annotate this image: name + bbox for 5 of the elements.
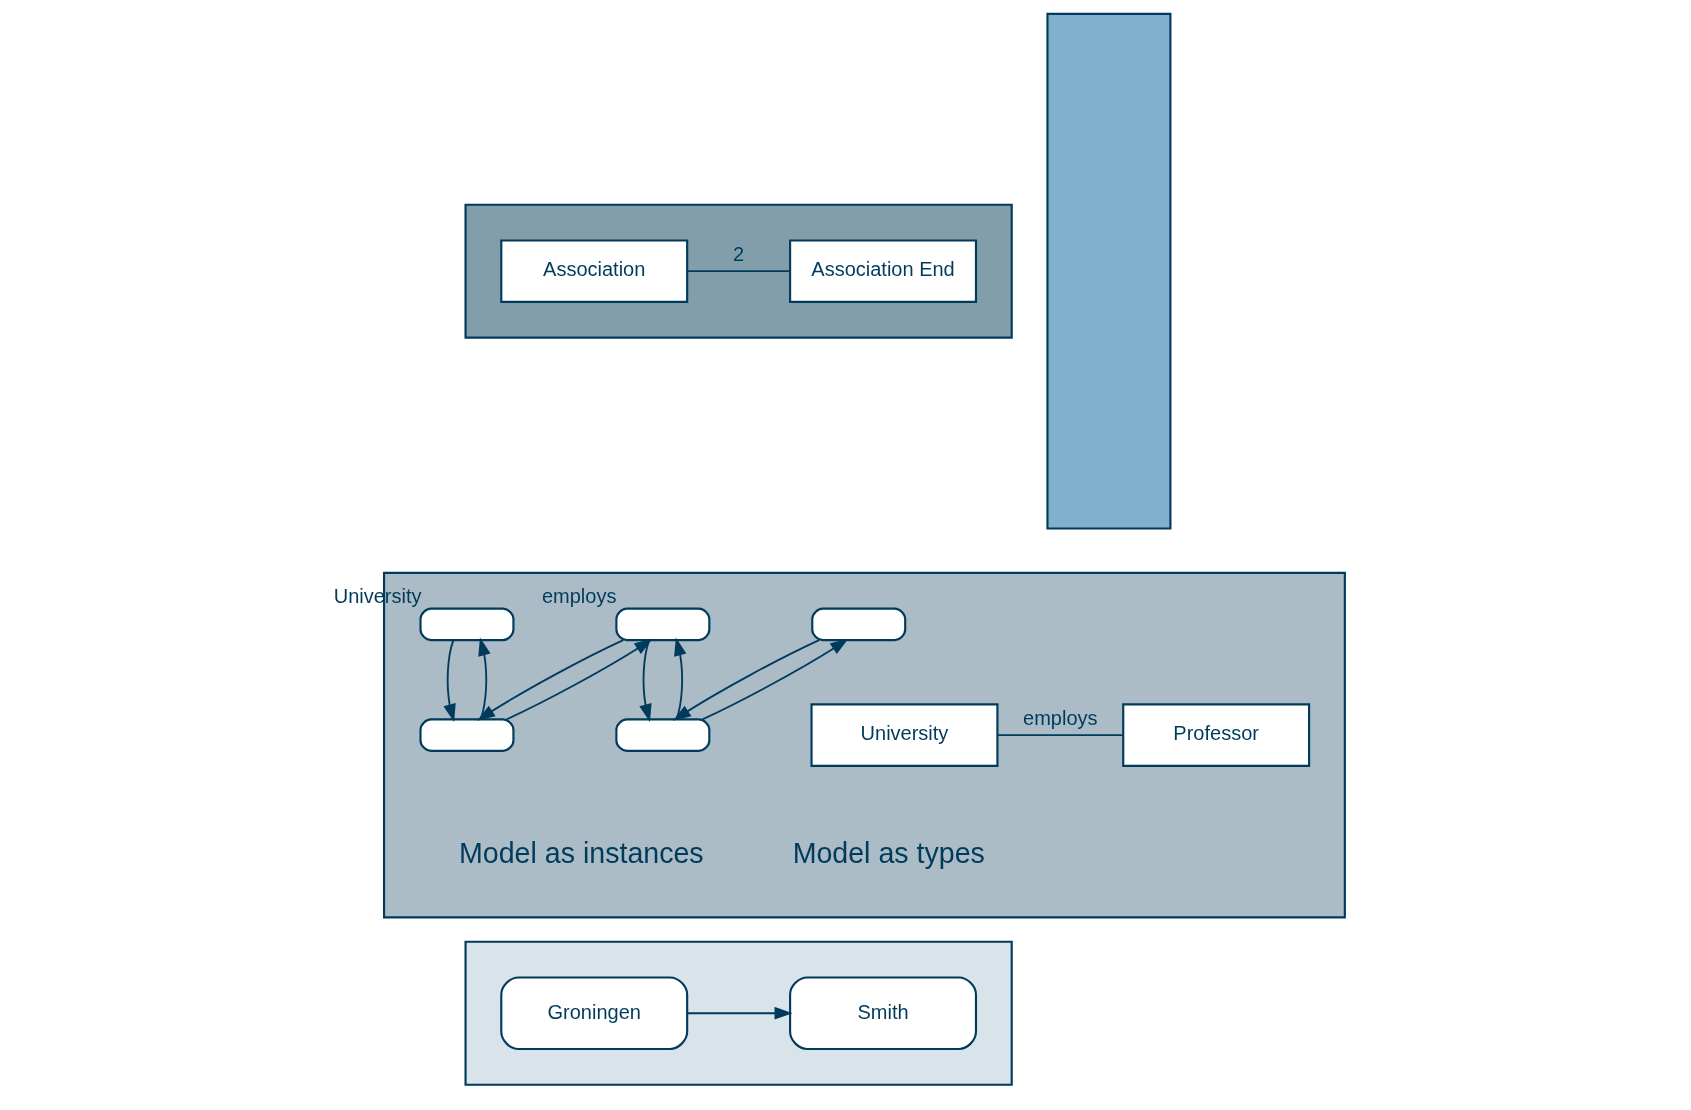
node-label: employs xyxy=(541,585,617,608)
edge-label: 2 xyxy=(733,243,745,266)
edge-label: employs xyxy=(1023,707,1098,730)
label: Model as types xyxy=(792,837,985,870)
label: Model as instances xyxy=(459,837,704,870)
